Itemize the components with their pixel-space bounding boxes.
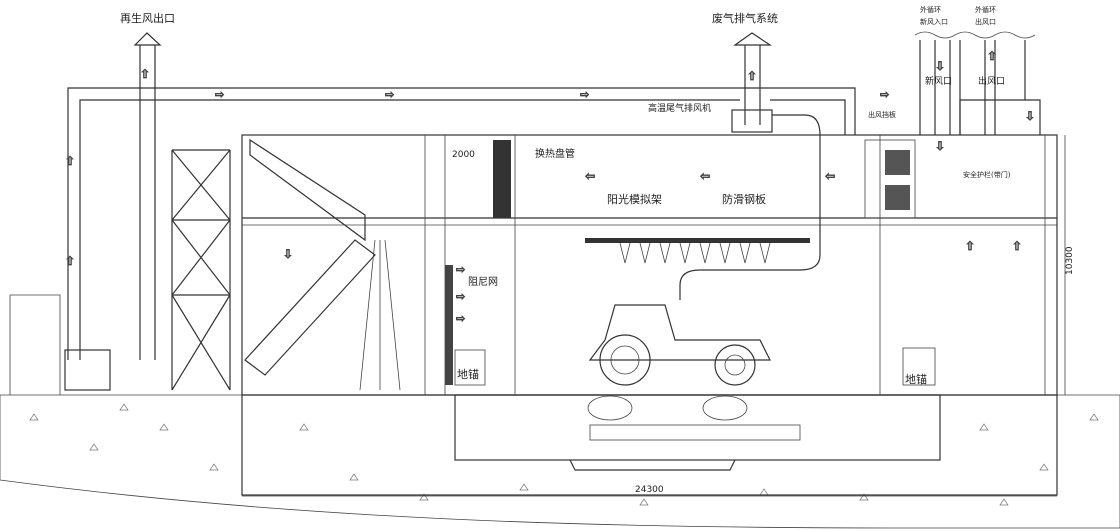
svg-text:⇨: ⇨ [456, 290, 465, 303]
spiral-duct-lower [244, 239, 376, 376]
ext-out-label-2: 出风口 [975, 17, 996, 26]
svg-text:⇧: ⇧ [65, 254, 75, 268]
anchor-right-label: 地锚 [905, 372, 927, 386]
svg-text:⇩: ⇩ [935, 59, 945, 73]
fan-upper [885, 150, 910, 175]
anchor-right [902, 347, 936, 386]
svg-text:⇩: ⇩ [283, 247, 293, 261]
svg-text:⇩: ⇩ [1025, 109, 1035, 123]
length-dimension: 24300 [635, 485, 664, 495]
height-dimension: 10300 [1065, 246, 1075, 275]
svg-text:⇧: ⇧ [1012, 239, 1022, 253]
safety-rail-label: 安全护栏(带门) [963, 170, 1011, 179]
return-duct [67, 87, 856, 360]
svg-text:⇨: ⇨ [580, 88, 589, 101]
dyno-pit [454, 394, 941, 461]
anchor-left-label: 地锚 [457, 367, 479, 381]
svg-text:⇨: ⇨ [880, 88, 889, 101]
svg-text:⇧: ⇧ [747, 69, 757, 83]
roller-left [587, 395, 633, 421]
heat-coil-label: 换热盘管 [535, 147, 575, 160]
foundation [241, 394, 1058, 496]
heat-coil [493, 140, 511, 218]
svg-text:⇨: ⇨ [385, 88, 394, 101]
dynamometer [589, 424, 801, 441]
support-frame [171, 149, 231, 391]
damping-net-label: 阻尼网 [468, 276, 498, 288]
svg-text:⇨: ⇨ [456, 263, 465, 276]
sun-simulation-rack [585, 238, 810, 243]
ground [0, 394, 1120, 529]
svg-text:⇧: ⇧ [987, 49, 997, 63]
chamber-building [241, 134, 1058, 396]
svg-text:⇦: ⇦ [585, 169, 595, 183]
svg-text:⇩: ⇩ [935, 139, 945, 153]
svg-text:⇦: ⇦ [700, 169, 710, 183]
ext-out-label-1: 外循环 [975, 5, 996, 14]
svg-text:⇧: ⇧ [65, 154, 75, 168]
airflow-arrows: ⇨ ⇨ ⇨ ⇨ ⇧ ⇧ ⇧ ⇧ ⇩ ⇧ ⇩ ⇩ ⇦ ⇦ ⇦ ⇩ ⇧ ⇧ ⇨ ⇨ ⇨ [65, 49, 1036, 326]
regen-outlet-label: 再生风出口 [120, 11, 175, 25]
svg-text:⇨: ⇨ [215, 88, 224, 101]
regen-fan [64, 349, 111, 391]
sun-rack-label: 阳光模拟架 [607, 192, 662, 206]
fresh-port-label: 新风口 [925, 75, 952, 87]
duct-tower [359, 239, 401, 391]
damping-net [445, 265, 453, 385]
ext-fresh-in-label-1: 外循环 [920, 5, 941, 14]
svg-text:⇨: ⇨ [456, 312, 465, 325]
tractor [588, 304, 771, 386]
ext-fresh-in-label-2: 新风入口 [920, 17, 948, 26]
svg-text:⇧: ⇧ [965, 239, 975, 253]
exhaust-hose [679, 114, 821, 300]
side-fence [9, 294, 61, 395]
outlet-damper-label: 出风挡板 [868, 110, 896, 119]
regen-outlet-stack [133, 32, 162, 360]
anti-slip-plate-label: 防滑钢板 [722, 192, 766, 206]
roller-right [702, 395, 748, 421]
hot-exhaust-fan [731, 109, 773, 133]
exhaust-stack [733, 32, 772, 125]
svg-text:⇦: ⇦ [825, 169, 835, 183]
anchor-left [454, 349, 486, 386]
hot-exhaust-fan-label: 高温尾气排风机 [648, 102, 711, 114]
fan-lower [885, 185, 910, 210]
out-port-label: 出风口 [978, 75, 1005, 87]
coil-width-dimension: 2000 [452, 150, 475, 160]
outlet-damper [864, 139, 916, 219]
exhaust-system-label: 废气排气系统 [712, 11, 778, 25]
ext-circulation-stacks [919, 40, 1026, 135]
svg-text:⇧: ⇧ [140, 67, 150, 81]
spiral-duct-upper [249, 138, 366, 242]
